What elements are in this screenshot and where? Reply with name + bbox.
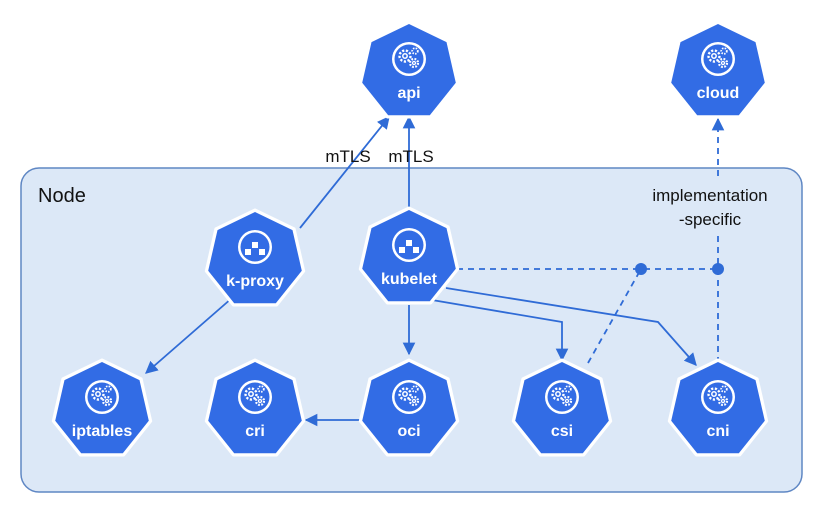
icon-badge-inner xyxy=(547,382,577,412)
edge-csi-dashed xyxy=(587,268,642,364)
edge-labels: mTLS mTLS implementation -specific xyxy=(325,147,782,232)
node-region-label: Node xyxy=(38,185,86,207)
oci-label: oci xyxy=(397,423,420,440)
edge-kproxy-iptables xyxy=(145,297,233,374)
cni-component: cni xyxy=(667,358,769,457)
icon-badge-inner xyxy=(703,44,733,74)
kproxy-label: k-proxy xyxy=(226,273,284,290)
icon-badge-inner xyxy=(394,44,424,74)
cri-component: cri xyxy=(204,358,306,457)
icon-badge-inner xyxy=(394,382,424,412)
edge-kubelet-csi xyxy=(431,299,569,362)
csi-component: csi xyxy=(511,358,613,457)
cri-label: cri xyxy=(245,423,265,440)
junction-dot xyxy=(635,263,647,275)
api-label: api xyxy=(397,85,420,102)
iptables-label: iptables xyxy=(72,423,133,440)
mtls-label-kproxy: mTLS xyxy=(325,147,370,166)
kubelet-label: kubelet xyxy=(381,271,438,288)
icon-badge-inner xyxy=(87,382,117,412)
iptables-component: iptables xyxy=(51,358,153,457)
oci-component: oci xyxy=(358,358,460,457)
implementation-label: implementation xyxy=(652,186,767,205)
cni-label: cni xyxy=(706,423,729,440)
implementation-label-suffix: -specific xyxy=(679,210,742,229)
api-component: api xyxy=(358,20,460,119)
k-proxy-component: k-proxy xyxy=(204,208,306,307)
junction-dot xyxy=(712,263,724,275)
components: api cloud k-proxy kubelet iptables cri oci csi c… xyxy=(51,20,769,457)
kubelet-component: kubelet xyxy=(358,206,460,305)
cloud-component: cloud xyxy=(667,20,769,119)
icon-badge-inner xyxy=(240,382,270,412)
mtls-label-kubelet: mTLS xyxy=(388,147,433,166)
cloud-label: cloud xyxy=(697,85,740,102)
csi-label: csi xyxy=(551,423,573,440)
icon-badge-inner xyxy=(703,382,733,412)
edges xyxy=(145,115,725,427)
edge-kproxy-api xyxy=(299,116,390,229)
edge-kubelet-cni xyxy=(445,287,697,366)
